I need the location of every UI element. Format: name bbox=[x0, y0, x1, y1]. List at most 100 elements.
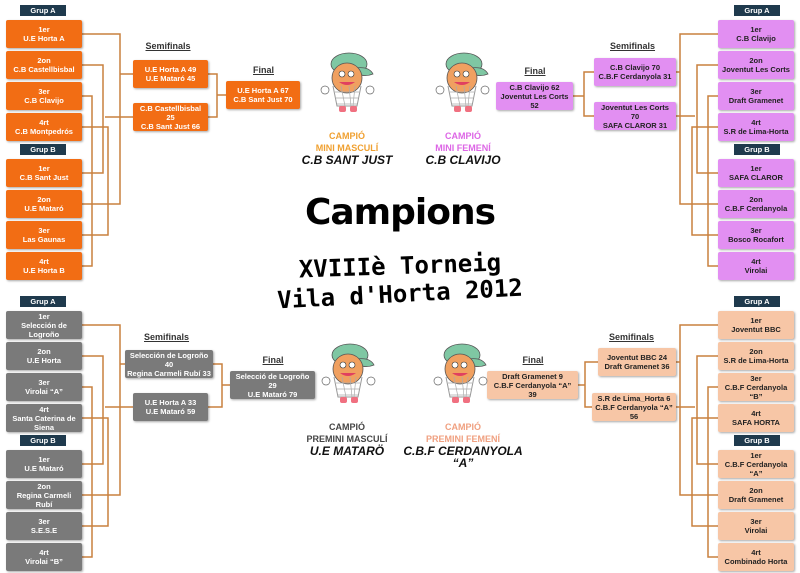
bracket-connector bbox=[208, 73, 218, 118]
mascot-image bbox=[430, 50, 496, 116]
box-line: U.E Mataró 79 bbox=[247, 389, 298, 399]
box-line: C.B Clavijo bbox=[24, 96, 64, 105]
champion: C.B SANT JUST bbox=[301, 153, 393, 167]
box-line: C.B Sant Just 66 bbox=[140, 121, 201, 131]
box-line: 3er bbox=[750, 373, 762, 383]
champion-title: CAMPIÓ bbox=[445, 131, 481, 141]
category: MINI FEMENÍ bbox=[435, 143, 491, 153]
box-line: 1er bbox=[750, 164, 762, 173]
box-line: 2on bbox=[37, 56, 51, 65]
box-line: 4rt bbox=[39, 257, 49, 266]
box-line: C.B Montpedrós bbox=[15, 127, 73, 136]
box-line: S.R de Lima_Horta 6 bbox=[597, 393, 671, 403]
bracket-connector bbox=[583, 71, 594, 117]
bracket-connector bbox=[82, 33, 121, 205]
box-line: U.E Horta A 49 bbox=[144, 65, 197, 74]
champion: C.B.F CERDANYOLA “A” bbox=[403, 444, 523, 470]
box-line: U.E Mataró bbox=[24, 204, 64, 213]
final-heading: Final bbox=[522, 355, 544, 365]
box-line: 1er bbox=[38, 311, 50, 321]
bracket-connector bbox=[691, 126, 718, 236]
box-line: SAFA HORTA bbox=[732, 418, 780, 427]
box-line: 1er bbox=[750, 450, 762, 460]
box-line: S.E.S.E bbox=[30, 526, 58, 535]
box-line: U.E Horta B bbox=[23, 266, 65, 275]
bracket-connector bbox=[707, 95, 718, 267]
box-line: Regina Carmeli Rubí 33 bbox=[127, 368, 211, 378]
box-line: Draft Gramenet bbox=[728, 495, 784, 504]
bracket-connector bbox=[82, 386, 93, 558]
semifinals-heading: Semifinals bbox=[610, 41, 656, 51]
box-line: U.E Horta A 67 bbox=[237, 86, 289, 95]
box-line: C.B.F Cerdanyola “A” 39 bbox=[493, 380, 572, 399]
group-b-label: Grup B bbox=[20, 144, 66, 155]
bracket-connector bbox=[691, 417, 718, 527]
box-line: C.B.F Cerdanyola “A” bbox=[724, 459, 788, 478]
box-line: 1er bbox=[750, 25, 762, 34]
box-line: U.E Horta bbox=[26, 356, 62, 365]
box-line: 4rt bbox=[751, 257, 761, 266]
box-line: Virolai “B” bbox=[25, 557, 63, 566]
champion: U.E MATARÖ bbox=[309, 444, 385, 458]
mascot-image bbox=[316, 341, 382, 407]
box-line: C.B.F Cerdanyola 31 bbox=[598, 72, 672, 81]
box-line: 4rt bbox=[39, 404, 49, 414]
box-line: Selecció de Logroño 29 bbox=[235, 371, 310, 390]
box-line: Joventut BBC 24 bbox=[606, 353, 667, 362]
box-line: Draft Gramenet 36 bbox=[604, 362, 670, 371]
bracket-connector bbox=[679, 324, 718, 496]
category: PREMINI FEMENÍ bbox=[425, 434, 500, 444]
box-line: 4rt bbox=[751, 548, 761, 557]
box-line: U.E Mataró 59 bbox=[145, 407, 196, 416]
box-line: C.B Clavijo 70 bbox=[609, 63, 661, 72]
box-line: 2on bbox=[37, 195, 51, 204]
group-b-label: Grup B bbox=[734, 435, 780, 446]
box-line: U.E Horta A bbox=[23, 34, 65, 43]
box-line: C.B Castellbisbal bbox=[13, 65, 75, 74]
